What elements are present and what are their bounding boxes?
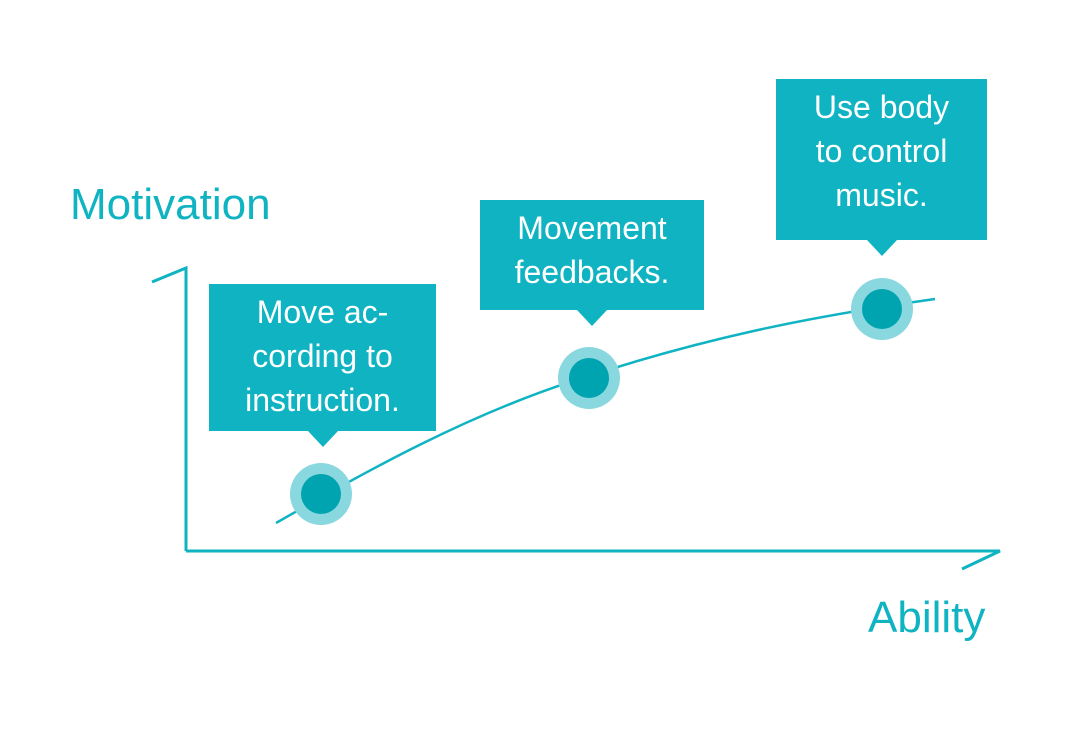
x-axis [186,549,1001,571]
callout-movement-feedbacks: Movement feedbacks. [480,200,704,326]
callout-line: to control [815,133,948,169]
curve-point-3-dot [862,289,902,329]
callout-use-body: Use body to control music. [776,79,987,256]
callout-line: Use body [813,89,950,125]
callout-move-according: Move ac- cording to instruction. [209,284,436,447]
x-axis-title: Ability [868,593,986,642]
curve-point-3 [851,278,913,340]
y-axis-title: Motivation [70,180,271,229]
callout-line: music. [835,177,928,213]
curve-point-2 [558,347,620,409]
curve-point-1-dot [301,474,341,514]
callout-line: Movement [517,210,667,246]
callout-line: feedbacks. [514,254,670,290]
callout-line: instruction. [245,382,400,418]
curve-point-1 [290,463,352,525]
callout-line: Move ac- [256,294,389,330]
callout-line: cording to [252,338,393,374]
curve-point-2-dot [569,358,609,398]
y-axis [151,265,188,551]
